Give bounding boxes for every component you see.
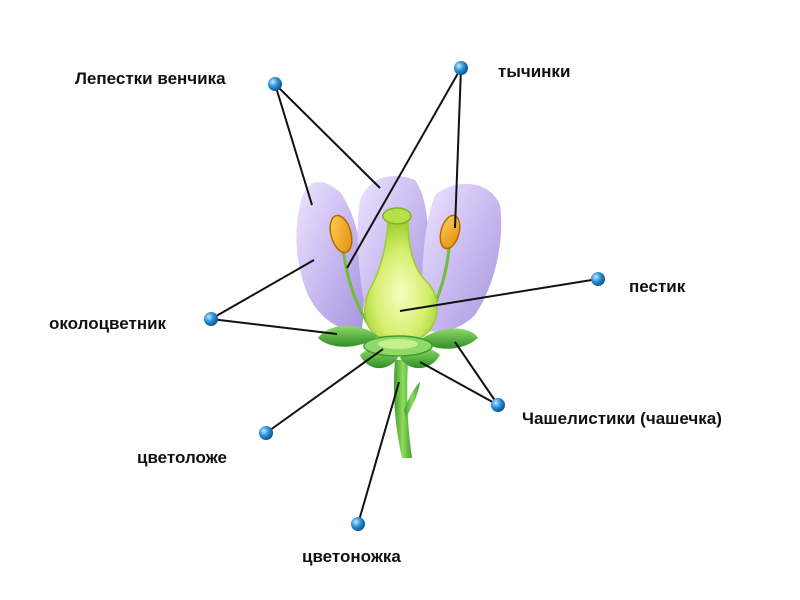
leader-perianth-1 [210,259,315,320]
leader-sepals-1 [454,341,499,406]
label-sepals: Чашелистики (чашечка) [522,409,722,428]
sepals-shape [318,325,478,369]
marker-pistil [591,272,605,286]
leader-petals-2 [274,83,381,189]
leader-sepals-2 [419,361,499,406]
marker-sepals [491,398,505,412]
leader-stamens-1 [346,67,462,269]
marker-perianth [204,312,218,326]
pedicel-shape [393,360,420,458]
leader-lines [210,67,599,525]
label-pedicel: цветоножка [302,547,401,566]
label-receptacle: цветоложе [137,448,227,467]
leader-receptacle [265,348,384,434]
marker-receptacle [259,426,273,440]
leader-stamens-2 [454,67,462,229]
label-stamens: тычинки [498,62,571,81]
marker-stamens [454,61,468,75]
leader-pedicel [357,381,400,525]
marker-petals [268,77,282,91]
receptacle-shape [363,335,433,357]
markers [204,61,605,531]
leader-petals-1 [274,83,313,206]
leader-pistil [399,278,599,312]
stamens-shape [329,214,461,331]
label-perianth: околоцветник [49,314,167,333]
marker-pedicel [351,517,365,531]
label-petals: Лепестки венчика [75,69,226,88]
label-pistil: пестик [629,277,686,296]
leader-perianth-2 [210,318,338,335]
